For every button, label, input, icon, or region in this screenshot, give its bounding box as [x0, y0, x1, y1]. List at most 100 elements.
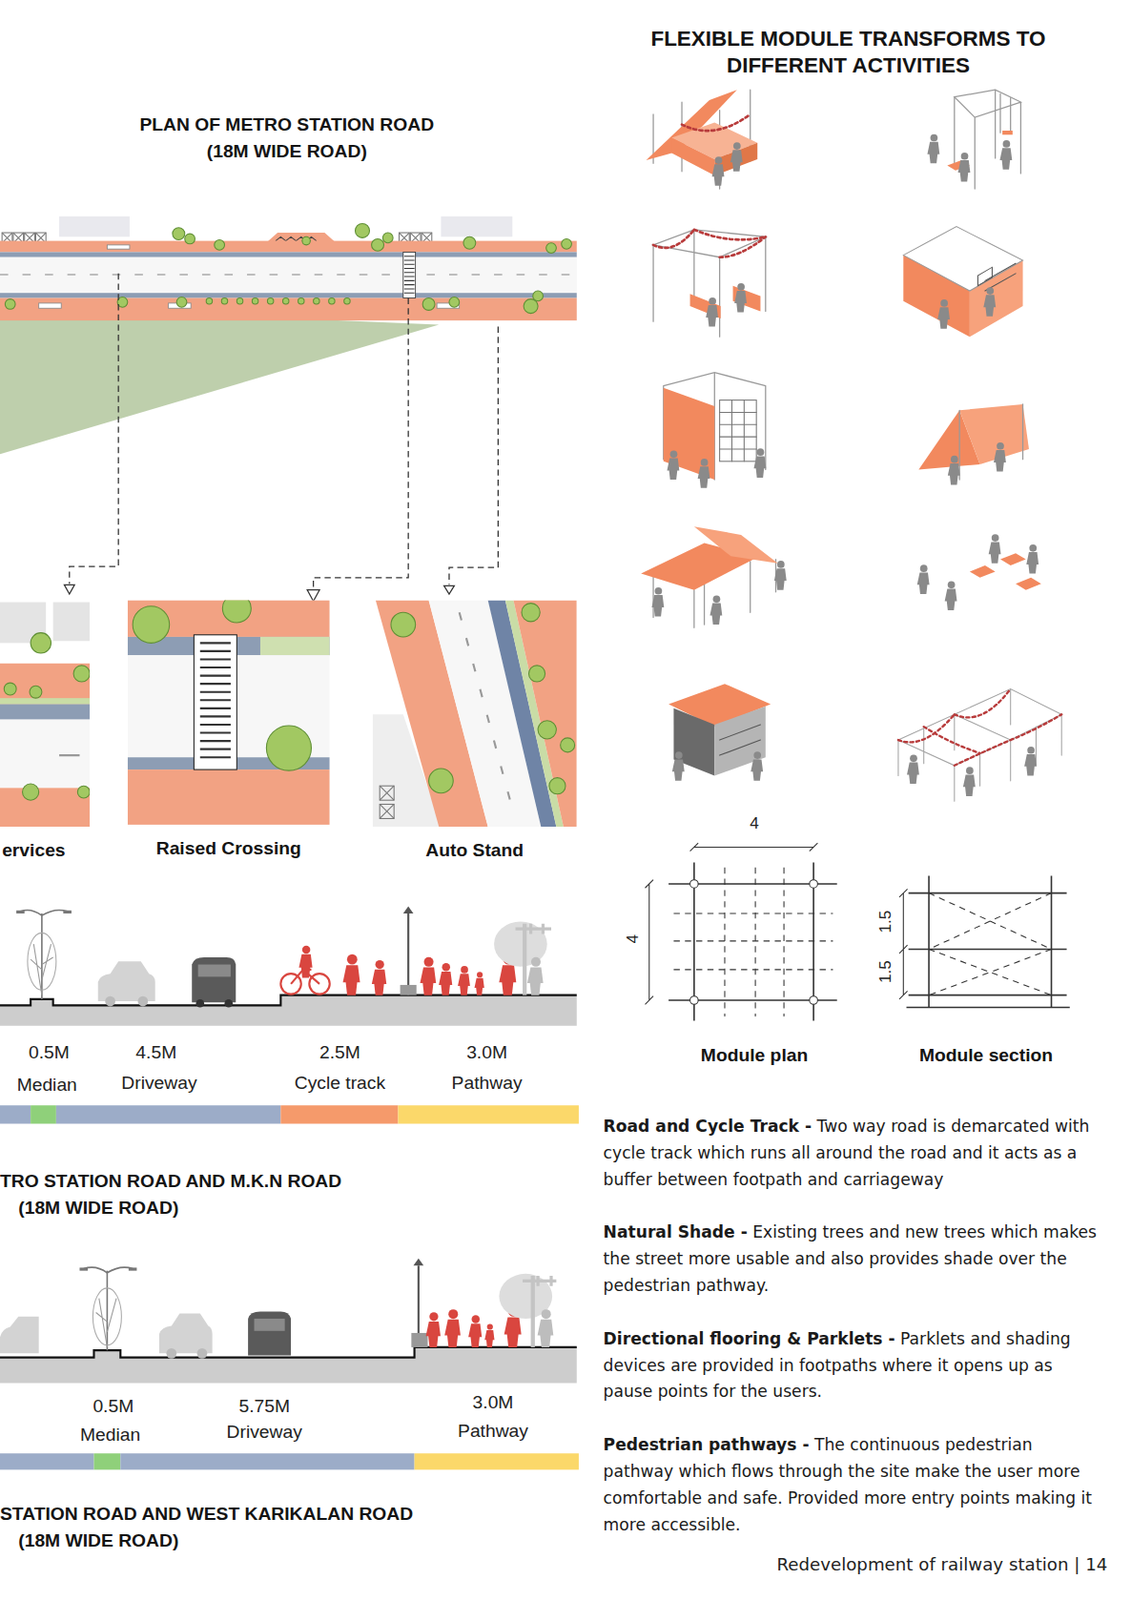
inset-crossing	[222, 599, 251, 623]
section-drawing	[20, 909, 67, 916]
module-section	[899, 888, 908, 1000]
module-illustration	[903, 255, 970, 338]
inset-crossing	[132, 606, 170, 644]
inset-crossing	[200, 642, 231, 758]
section-drawing	[191, 957, 236, 1003]
module-illustration	[663, 372, 766, 480]
module-illustration	[653, 229, 766, 258]
road-plan	[422, 298, 435, 311]
width-bar	[0, 1453, 94, 1470]
inset-caption: Auto Stand	[342, 839, 608, 863]
module-section	[908, 875, 1068, 1008]
road-plan	[313, 298, 320, 305]
inset-services	[73, 665, 90, 682]
road-plan	[205, 298, 212, 305]
road-plan	[0, 216, 577, 321]
road-plan	[4, 299, 16, 310]
module-illustration	[983, 287, 996, 317]
section-drawing	[531, 1275, 535, 1348]
section-drawing	[83, 1267, 133, 1274]
road-plan	[449, 296, 460, 308]
panel-heading: FLEXIBLE MODULE TRANSFORMS TO DIFFERENT …	[628, 25, 1068, 80]
inset-crossing	[266, 725, 311, 771]
inset-crossing	[127, 599, 330, 824]
section-drawing	[16, 910, 25, 914]
section-drawing	[196, 999, 206, 1008]
inset-auto-stand	[379, 785, 394, 801]
inset-view: Raised Crossing	[127, 599, 330, 824]
zone-name: Driveway	[102, 1071, 216, 1095]
paragraph: Directional flooring & Parklets - Parkle…	[603, 1325, 1102, 1405]
dimension: 0.5M	[67, 1395, 160, 1419]
section-drawing	[438, 963, 453, 996]
section-drawing	[484, 1323, 494, 1347]
width-bar	[30, 1105, 57, 1124]
module-illustration	[969, 260, 1024, 337]
paragraph-heading: Pedestrian pathways -	[603, 1435, 810, 1455]
module-illustration	[734, 283, 747, 313]
inset-services	[0, 787, 90, 827]
width-bar	[397, 1105, 578, 1124]
paragraph-heading: Directional flooring & Parklets -	[603, 1329, 896, 1349]
leader-line	[69, 273, 119, 584]
module-plan	[644, 880, 654, 1006]
module-illustration	[959, 404, 1029, 465]
module-illustration	[958, 152, 971, 183]
section-drawing	[197, 1348, 208, 1359]
module-illustration	[988, 534, 1002, 564]
paragraph-heading: Natural Shade -	[603, 1222, 748, 1242]
zone-name: Median	[0, 1073, 93, 1097]
road-plan	[523, 299, 538, 314]
road-plan	[0, 241, 577, 253]
module-illustration	[671, 138, 715, 177]
module-illustration	[945, 580, 958, 611]
inset-services	[0, 599, 90, 827]
inset-caption: ervices	[1, 839, 65, 863]
inset-auto-stand	[429, 768, 454, 794]
inset-auto-stand	[379, 803, 394, 819]
module-illustration	[719, 400, 758, 462]
page-footer: Redevelopment of railway station | 14	[678, 1553, 1109, 1577]
plan-triangle	[0, 306, 439, 454]
section-drawing	[0, 1258, 577, 1384]
road-plan	[236, 298, 243, 305]
road-plan	[463, 236, 476, 249]
module-illustration	[954, 89, 1022, 189]
inset-auto-stand	[513, 599, 576, 827]
paragraph: Pedestrian pathways - The continuous ped…	[603, 1432, 1102, 1539]
module-illustration	[663, 372, 766, 480]
leader-arrow	[63, 584, 75, 595]
section-drawing	[403, 906, 414, 914]
inset-auto-stand	[390, 612, 416, 638]
inset-services	[22, 783, 40, 801]
leader-arrow	[307, 590, 320, 602]
inset-services	[3, 682, 17, 696]
section-heading: TRO STATION ROAD AND M.K.N ROAD (18M WID…	[0, 1168, 371, 1222]
section-drawing	[62, 910, 72, 914]
dimension: 1.5	[875, 904, 896, 939]
section-drawing	[198, 965, 231, 978]
paragraph: Road and Cycle Track - Two way road is d…	[603, 1113, 1102, 1193]
section-drawing	[413, 1258, 425, 1266]
section-drawing	[104, 996, 116, 1008]
road-plan	[267, 298, 273, 305]
inset-services	[0, 719, 90, 789]
section-drawing	[371, 960, 387, 996]
module-section	[899, 875, 1070, 1008]
module-illustration	[959, 404, 1023, 480]
section-drawing	[224, 999, 233, 1008]
dimension: 4	[622, 924, 643, 955]
paragraph-heading: Road and Cycle Track -	[603, 1116, 812, 1136]
module-illustration	[903, 226, 1023, 291]
width-bar	[414, 1453, 579, 1470]
drawing-caption: Module plan	[672, 1044, 836, 1068]
module-plan	[809, 880, 819, 889]
section-heading: STATION ROAD AND WEST KARIKALAN ROAD (18…	[0, 1500, 437, 1554]
leader-line	[313, 298, 410, 590]
module-illustration	[906, 754, 920, 784]
section-drawing	[457, 966, 471, 996]
section-drawing	[468, 1315, 482, 1348]
section-drawing	[343, 954, 361, 996]
module-illustration	[898, 689, 1062, 766]
section-drawing	[27, 932, 57, 990]
